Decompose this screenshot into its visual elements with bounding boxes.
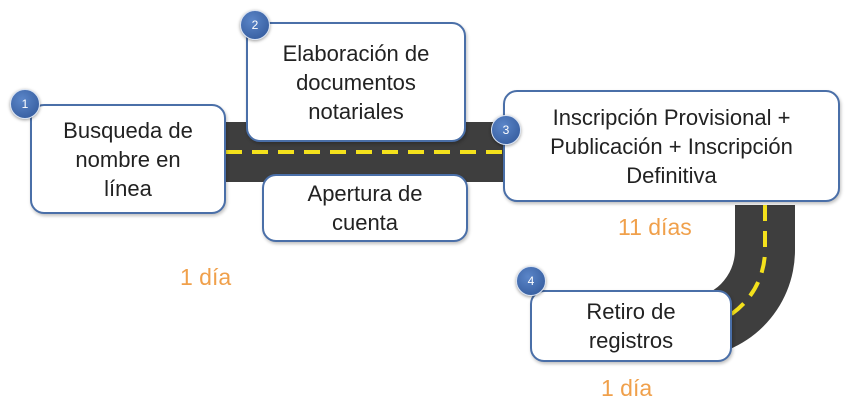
step-number-badge-2: 2 (240, 10, 270, 40)
duration-label-second: 11 días (618, 214, 692, 240)
step-number-3: 3 (502, 123, 510, 137)
step-number-4: 4 (527, 274, 535, 288)
step-number-1: 1 (21, 97, 29, 111)
apertura-label: Apertura de cuenta (307, 181, 423, 235)
step-box-2: Elaboración de documentos notariales (246, 22, 466, 142)
step-label-2: Elaboración de documentos notariales (282, 40, 430, 124)
step-label-1: Busqueda de nombre en línea (63, 117, 193, 201)
step-box-1: Busqueda de nombre en línea (30, 104, 226, 214)
step-box-4: Retiro de registros (530, 290, 732, 362)
duration-label-third: 1 día (601, 375, 653, 401)
step-label-3: Inscripción Provisional + Publicación + … (550, 104, 793, 188)
step-number-badge-3: 3 (491, 115, 521, 145)
step-number-badge-1: 1 (10, 89, 40, 119)
duration-label-first: 1 día (180, 264, 232, 290)
step-number-badge-4: 4 (516, 266, 546, 296)
step-box-3: Inscripción Provisional + Publicación + … (503, 90, 840, 202)
step-label-4: Retiro de registros (586, 299, 676, 353)
apertura-box: Apertura de cuenta (262, 174, 468, 242)
step-number-2: 2 (251, 18, 259, 32)
